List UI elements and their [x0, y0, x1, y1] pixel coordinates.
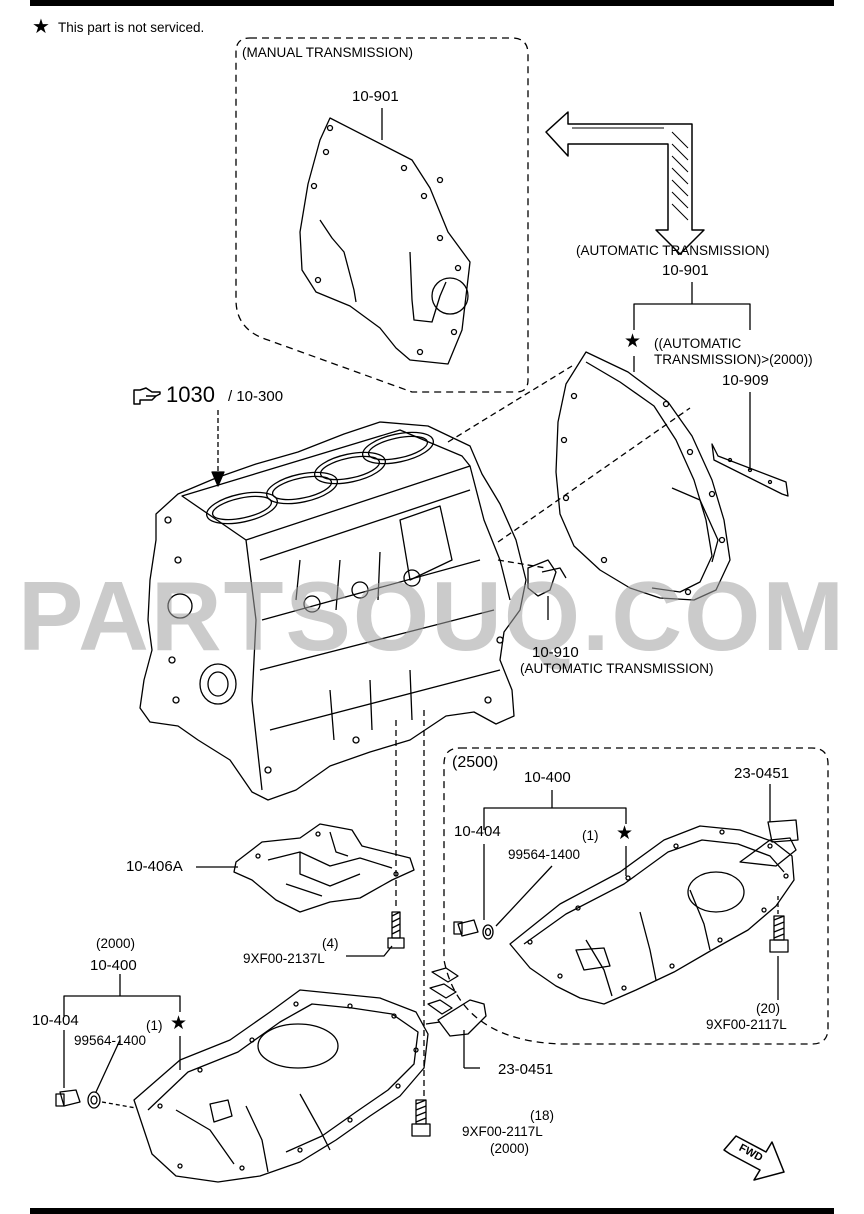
note-star-icon: ★	[32, 16, 50, 38]
baffle-plate	[233, 823, 415, 913]
direction-arrow	[545, 111, 705, 255]
note-text: This part is not serviced.	[58, 20, 205, 35]
manual-plate-gasket	[299, 117, 471, 365]
oil-pan-2500	[509, 825, 795, 1005]
automatic-transmission-title: (AUTOMATIC TRANSMISSION)	[576, 243, 770, 258]
pan2000-gasket: 99564-1400	[74, 1033, 147, 1048]
pan2500-bolt-part: 9XF00-2117L	[706, 1017, 787, 1032]
pan2500-strainer: 23-0451	[734, 765, 790, 782]
leader-auto-bracket	[633, 303, 751, 330]
bottom-rule	[30, 1208, 834, 1214]
automatic-part-10-901: 10-901	[662, 262, 709, 279]
pan2000-bolt-variant: (2000)	[490, 1141, 530, 1156]
strainer-2000	[425, 967, 487, 1037]
pan2500-plug: 10-404	[454, 823, 501, 840]
leader-pan2500-bracket	[483, 807, 627, 830]
pan-2500-box	[443, 747, 829, 1045]
manual-part-10-901: 10-901	[352, 88, 399, 105]
ref-sub: / 10-300	[228, 388, 284, 405]
ref-main: 1030	[166, 382, 215, 407]
cylinder-block	[139, 421, 527, 801]
automatic-sub-line1: ((AUTOMATIC	[654, 336, 742, 351]
reference-hand-icon	[133, 387, 161, 405]
bolt-2117L-2000	[411, 1099, 431, 1137]
manual-transmission-box	[235, 37, 529, 393]
top-rule	[30, 0, 834, 6]
fwd-arrow-icon	[723, 1135, 785, 1181]
pan2000-bolt-qty: (18)	[530, 1108, 555, 1123]
oil-pan-2000	[133, 989, 429, 1183]
automatic-sub-line2: TRANSMISSION)>(2000))	[654, 352, 813, 367]
baffle-part: 10-406A	[126, 858, 183, 875]
strip-10-909	[711, 443, 789, 497]
pan2000-bolt-part: 9XF00-2117L	[462, 1124, 543, 1139]
bolt-2137L	[387, 911, 405, 949]
automatic-star-icon: ★	[624, 331, 642, 352]
pan2500-gasket-qty: (1)	[582, 828, 599, 843]
drain-plug-2000	[55, 1089, 137, 1109]
pan2500-star-icon: ★	[616, 823, 634, 844]
manual-transmission-title: (MANUAL TRANSMISSION)	[242, 45, 414, 60]
pan2000-variant: (2000)	[96, 936, 136, 951]
leader-bolt-2137L	[346, 945, 393, 957]
pan2000-gasket-qty: (1)	[146, 1018, 163, 1033]
automatic-plate-gasket	[555, 351, 731, 601]
pan2500-gasket: 99564-1400	[508, 847, 581, 862]
leader-pan2000-bracket	[63, 995, 181, 1016]
bracket-part-10-910: 10-910	[532, 644, 579, 661]
bracket-automatic-title: (AUTOMATIC TRANSMISSION)	[520, 661, 714, 676]
strainer-2500	[739, 819, 799, 867]
pan2000-plug: 10-404	[32, 1012, 79, 1029]
drain-plug-2500	[453, 919, 494, 940]
bracket-10-910	[527, 559, 557, 597]
baffle-bolt-part: 9XF00-2137L	[243, 951, 325, 966]
automatic-part-10-909: 10-909	[722, 372, 769, 389]
pan2000-strainer: 23-0451	[498, 1061, 554, 1078]
baffle-bolt-qty: (4)	[322, 936, 339, 951]
pan2500-bolt-qty: (20)	[756, 1001, 781, 1016]
pan2000-star-icon: ★	[170, 1013, 188, 1034]
bolt-2117L-2500	[769, 915, 789, 953]
pan2500-variant: (2500)	[452, 754, 499, 771]
pan2500-assy: 10-400	[524, 769, 571, 786]
pan2000-assy: 10-400	[90, 957, 137, 974]
